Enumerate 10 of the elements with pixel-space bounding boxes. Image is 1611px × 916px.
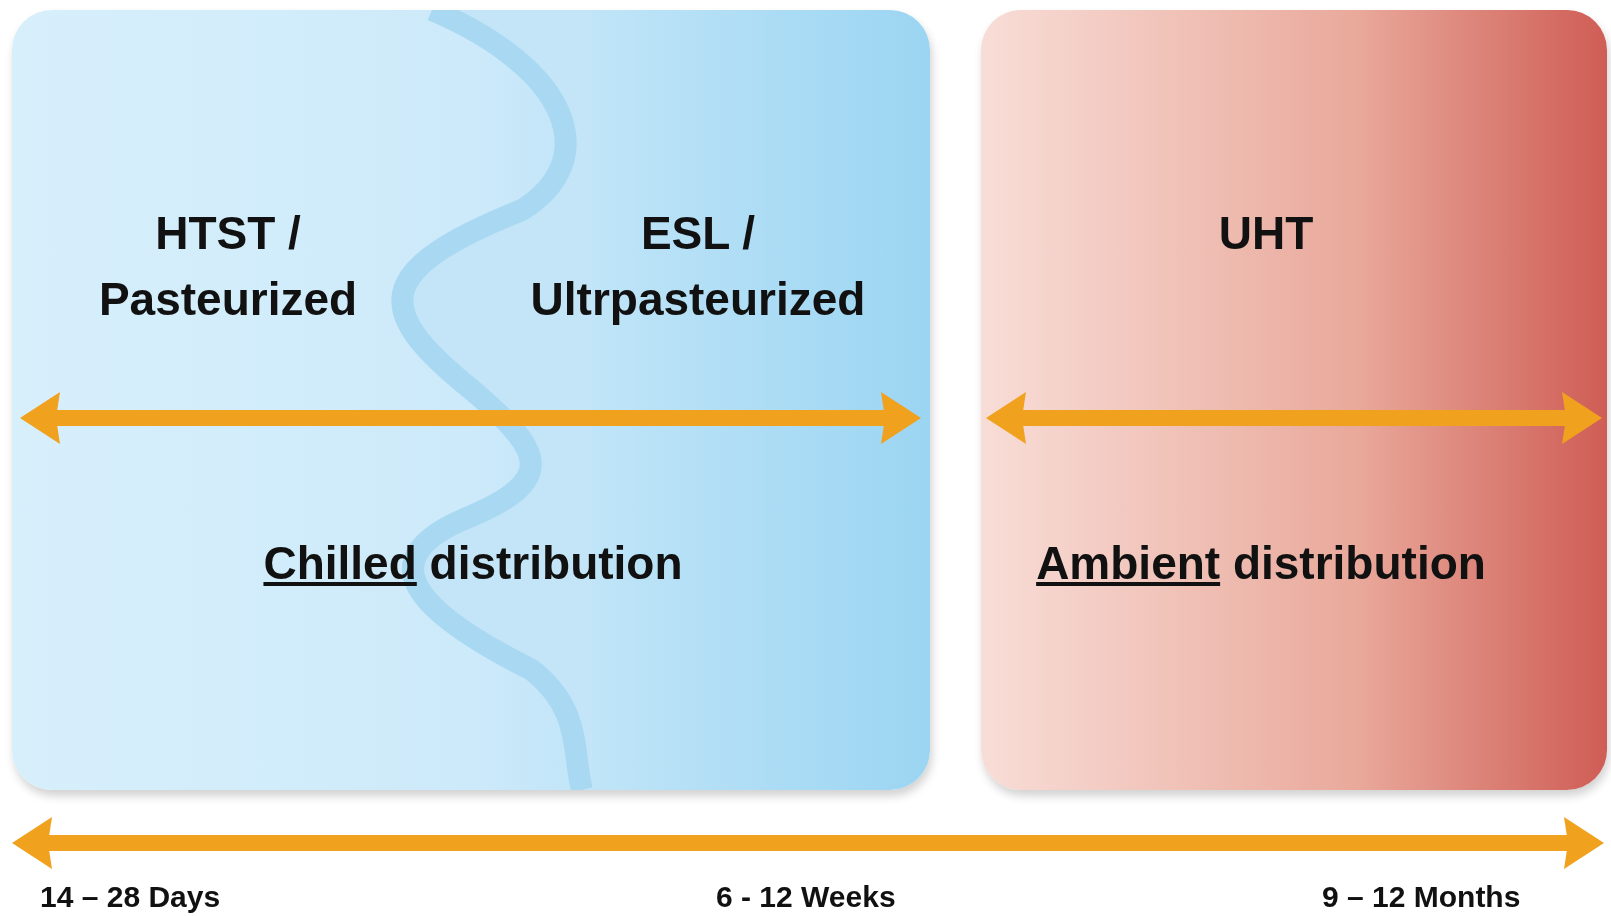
timeline-label: 14 – 28 Days [40, 880, 221, 914]
process-label: HTST / Pasteurized [97, 206, 359, 327]
process-label: ESL / Ultrpasteurized [529, 206, 867, 327]
distribution-label: Ambient distribution [1035, 536, 1487, 591]
process-panel [12, 10, 930, 790]
process-panel [981, 10, 1607, 790]
process-label: UHT [1217, 206, 1315, 261]
timeline-label: 9 – 12 Months [1322, 880, 1521, 914]
timeline-label: 6 - 12 Weeks [716, 880, 896, 914]
distribution-label: Chilled distribution [262, 536, 684, 591]
